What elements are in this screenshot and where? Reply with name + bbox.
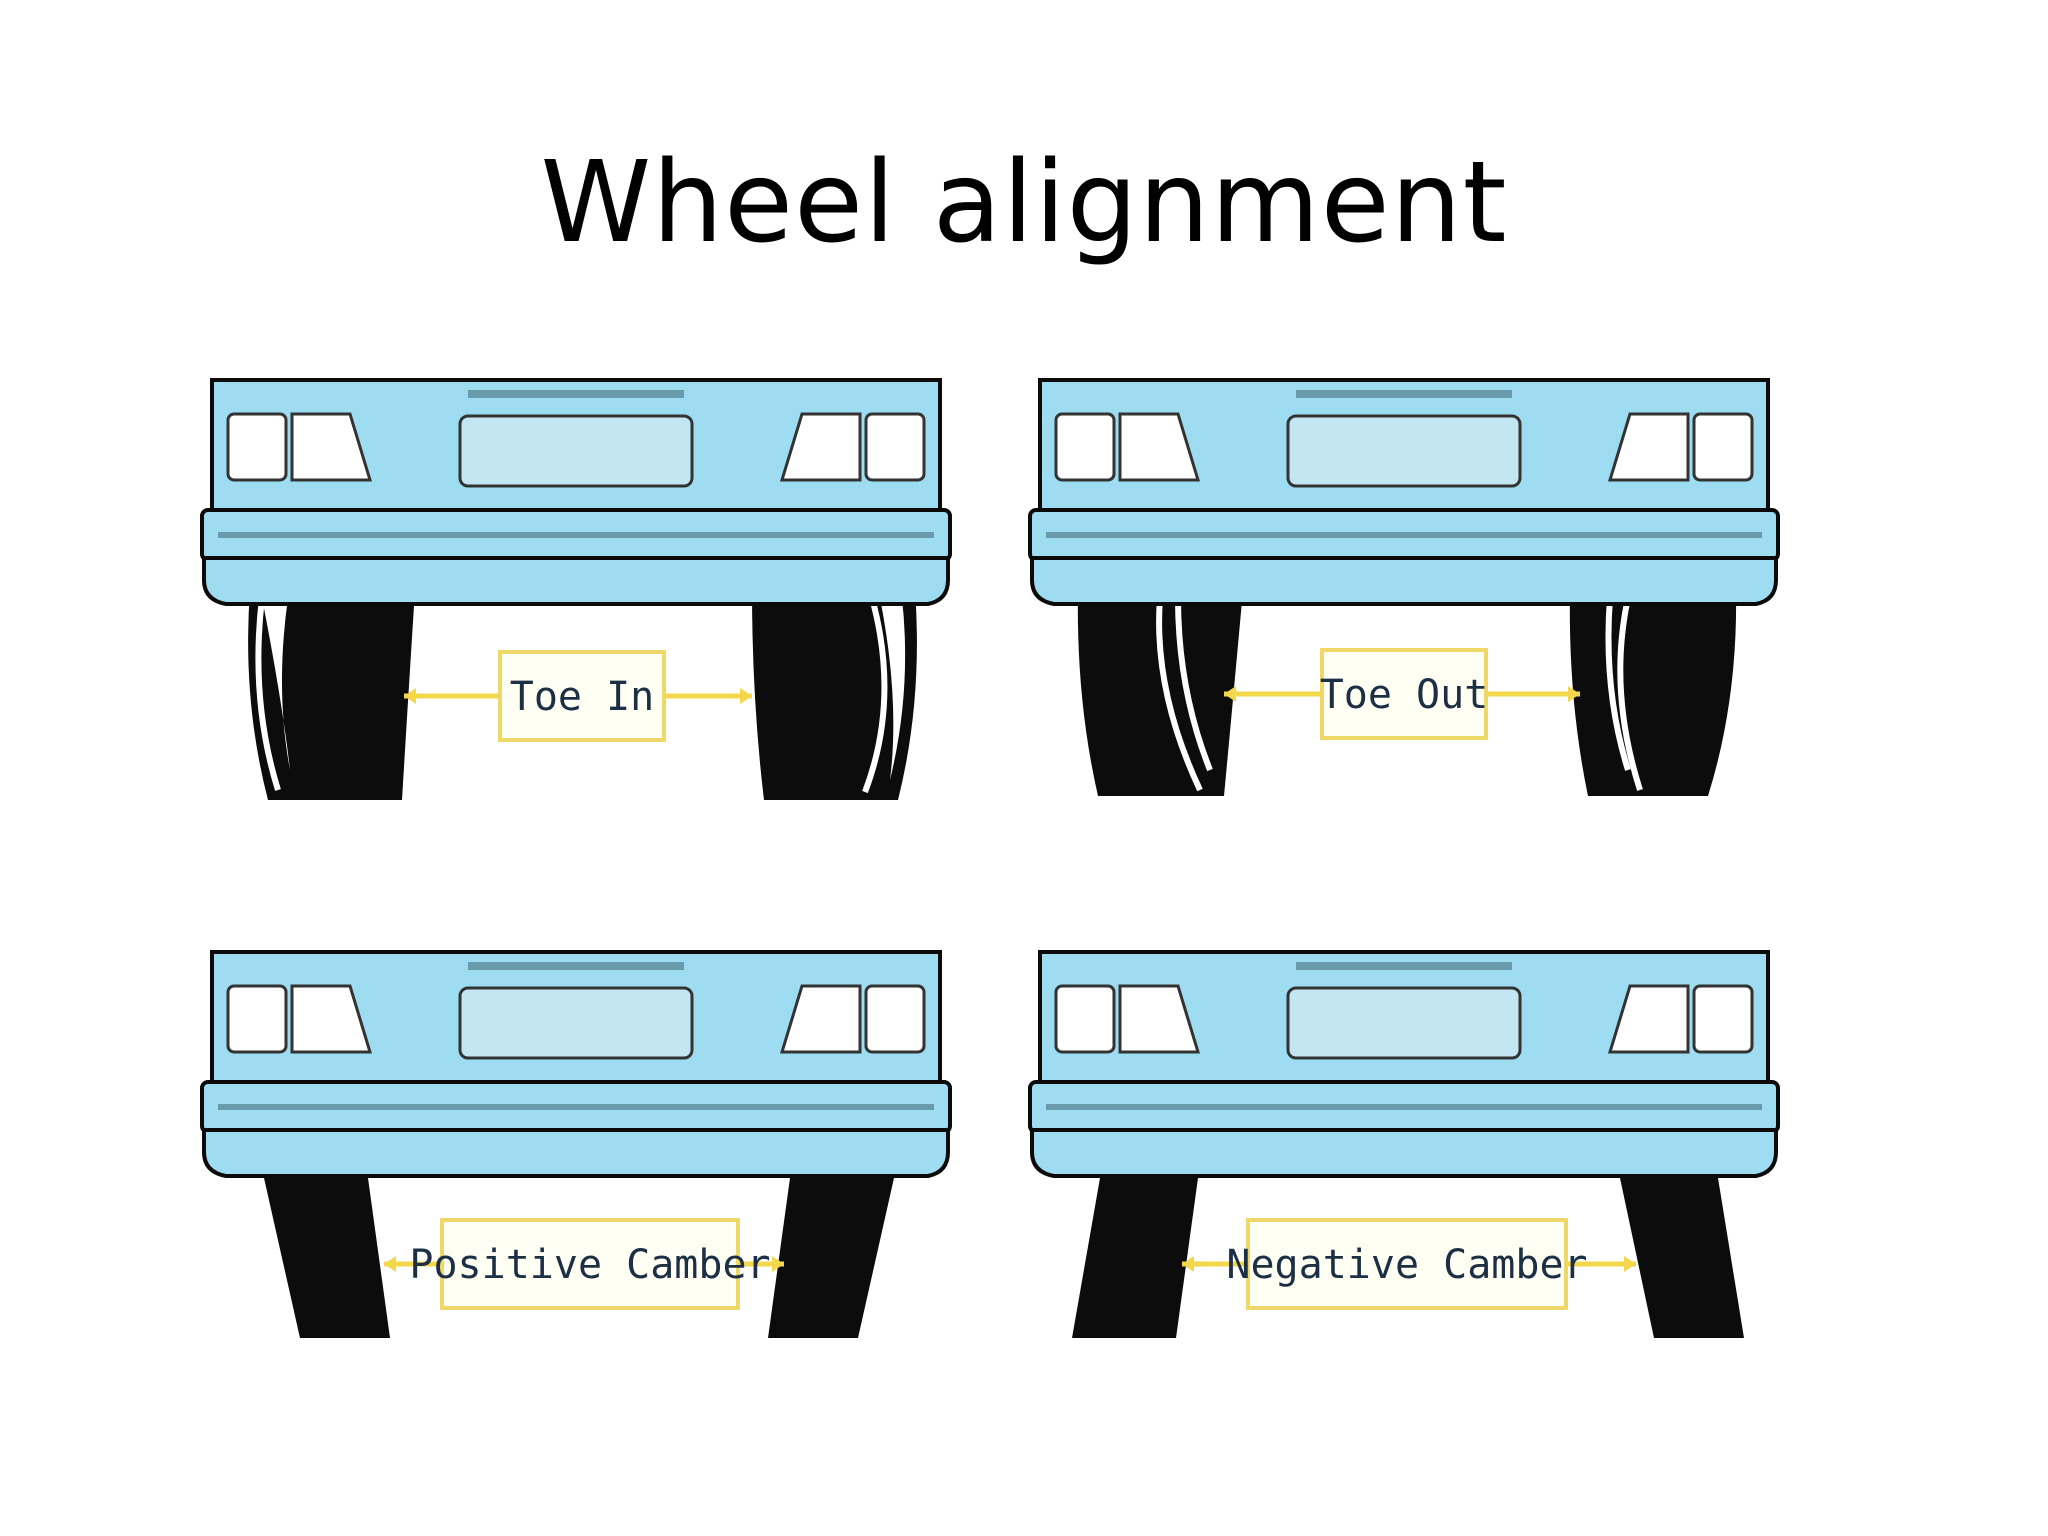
car-front: [1028, 378, 1780, 606]
label-positive-camber: Positive Camber: [409, 1242, 770, 1288]
left-tire: [264, 1178, 390, 1338]
left-tire: [248, 590, 415, 800]
right-tire: [1620, 1178, 1744, 1338]
car-front: [200, 950, 952, 1178]
panel-toe-out: Toe Out: [1028, 378, 1780, 796]
panel-negative-camber: Negative Camber: [1028, 950, 1780, 1338]
slide-title: Wheel alignment: [540, 138, 1508, 268]
car-front: [1028, 950, 1780, 1178]
left-tire: [1072, 1178, 1198, 1338]
label-negative-camber: Negative Camber: [1226, 1242, 1587, 1288]
label-toe-in: Toe In: [510, 674, 655, 720]
right-tire: [752, 590, 917, 800]
car-front: [200, 378, 952, 606]
right-tire: [1569, 590, 1737, 796]
left-tire: [1077, 590, 1243, 796]
label-toe-out: Toe Out: [1320, 672, 1489, 718]
right-tire: [768, 1178, 894, 1338]
panel-positive-camber: Positive Camber: [200, 950, 952, 1338]
panel-toe-in: Toe In: [200, 378, 952, 800]
